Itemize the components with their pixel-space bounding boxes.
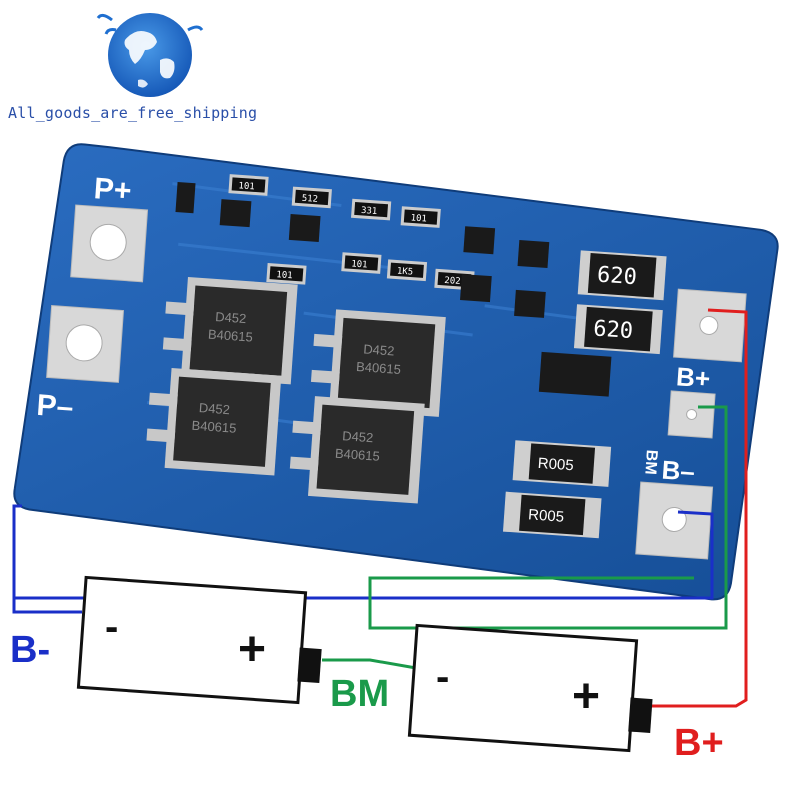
ic-chip-5 — [460, 274, 492, 303]
mosfet-code: B40615 — [208, 327, 254, 345]
mosfet-code: B40615 — [335, 446, 381, 464]
wire-label-b-minus: B- — [10, 629, 50, 671]
smd-resistor-4: 101 — [400, 206, 441, 228]
resistor-620-1: 620 — [577, 250, 667, 301]
battery-2-minus: - — [436, 655, 449, 699]
ic-chip-3 — [463, 226, 496, 255]
smd-code: 101 — [238, 181, 255, 192]
pcb-board: P+ P– B+ B– BM 620 620 R005 R005 — [13, 143, 779, 601]
label-p-plus: P+ — [93, 172, 133, 208]
smd-code: 331 — [361, 206, 378, 217]
wire-b-minus — [12, 504, 714, 600]
smd-code: 512 — [301, 194, 318, 205]
resistor-r005-1: R005 — [512, 440, 612, 487]
ic-chip-1 — [219, 199, 252, 228]
battery-1-plus: + — [238, 623, 266, 676]
svg-text:R005: R005 — [537, 455, 574, 474]
smd-resistor-2: 512 — [291, 186, 332, 209]
smd-code: 101 — [410, 213, 427, 224]
smd-resistor-6: 1K5 — [386, 259, 428, 282]
mosfet-code: D452 — [342, 428, 374, 445]
mosfet-code: D452 — [215, 309, 247, 326]
wire-bm — [368, 405, 728, 630]
smd-resistor-1: 101 — [228, 174, 269, 196]
resistor-620-2: 620 — [573, 304, 663, 355]
resistor-r005-2: R005 — [502, 491, 602, 539]
svg-text:620: 620 — [592, 316, 633, 344]
smd-code: 202 — [444, 276, 461, 287]
smd-code: 1K5 — [397, 267, 414, 278]
svg-text:620: 620 — [596, 263, 637, 291]
smd-resistor-5: 101 — [341, 252, 382, 274]
smd-resistor-7: 101 — [266, 263, 307, 285]
label-p-minus: P– — [36, 389, 75, 424]
mosfet-code: D452 — [198, 400, 230, 417]
wire-bm-battery — [322, 658, 417, 670]
wire-label-b-plus: B+ — [674, 722, 724, 764]
globe-logo-icon — [96, 13, 204, 97]
ic-chip-4 — [517, 240, 550, 269]
smd-code: 101 — [276, 270, 293, 281]
battery-1: - + — [76, 575, 322, 705]
wire-label-bm: BM — [330, 673, 389, 715]
ic-chip-2 — [288, 213, 321, 243]
wire-b-minus-battery — [12, 598, 82, 614]
label-b-plus: B+ — [675, 361, 711, 393]
smd-resistor-3: 331 — [351, 198, 392, 221]
battery-2: - + — [407, 623, 653, 753]
wire-b-plus — [650, 308, 748, 708]
ic-chip-7 — [175, 182, 196, 214]
mosfet-code: B40615 — [191, 418, 237, 436]
diode — [538, 351, 612, 397]
wires — [12, 308, 748, 708]
mosfet-code: D452 — [363, 341, 395, 358]
smd-code: 101 — [351, 259, 368, 270]
svg-text:R005: R005 — [528, 506, 565, 525]
battery-2-plus: + — [572, 670, 600, 723]
ic-chip-6 — [514, 289, 546, 318]
mosfet-code: B40615 — [356, 359, 402, 377]
watermark-text: All_goods_are_free_shipping — [8, 104, 258, 122]
battery-1-minus: - — [105, 605, 118, 649]
label-b-minus: B– — [661, 455, 696, 487]
label-bm: BM — [641, 449, 660, 475]
